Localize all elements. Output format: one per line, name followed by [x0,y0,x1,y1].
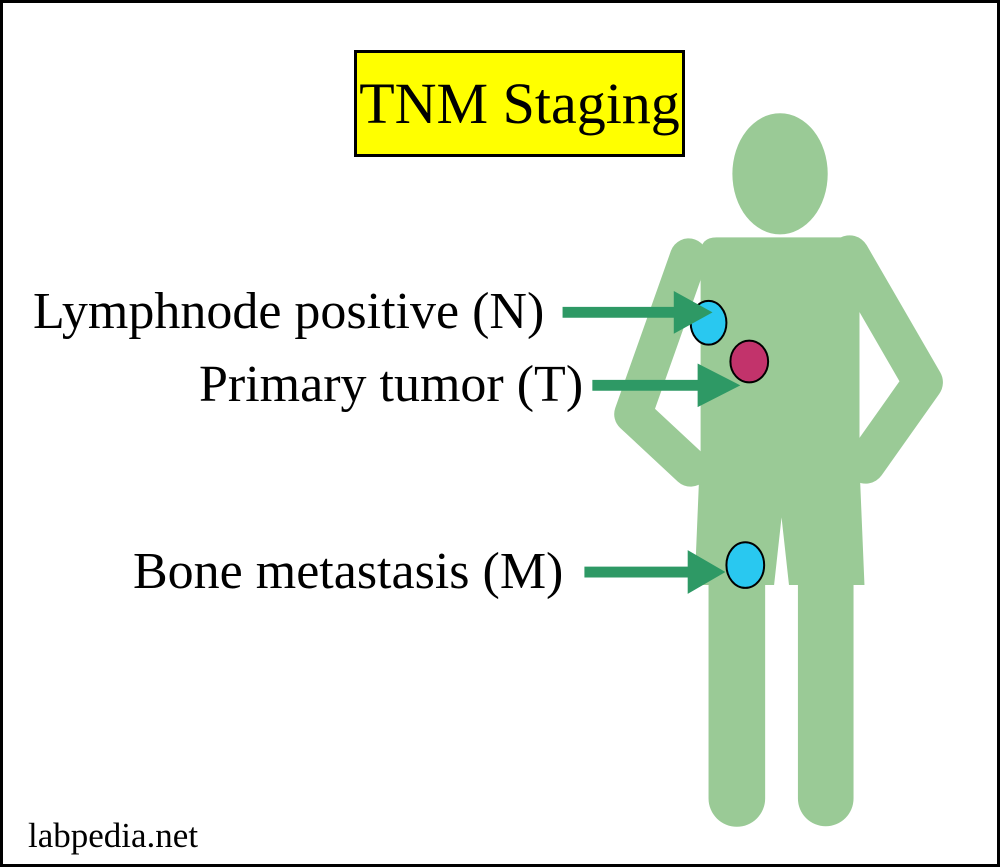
diagram-graphics [562,113,943,827]
lymphnode-arrow-icon [562,290,713,334]
label-primary-tumor: Primary tumor (T) [199,356,584,413]
figure-torso [700,237,860,470]
figure-head [732,113,828,235]
figure-lower-body [694,465,865,827]
bone-metastasis-marker-dot [725,541,766,589]
primary-tumor-arrow-icon [592,363,741,408]
bone-metastasis-arrow-icon [584,550,726,594]
label-bone-metastasis: Bone metastasis (M) [133,543,564,600]
page-title: TNM Staging [359,70,680,136]
primary-tumor-marker-dot [729,339,770,384]
label-lymphnode-positive: Lymphnode positive (N) [33,283,545,340]
figure-right-arm [829,235,943,484]
human-figure [614,113,943,827]
title-box: TNM Staging [354,50,685,157]
figure-left-arm [614,238,710,487]
pointer-arrows [562,290,741,594]
watermark-labpedia: labpedia.net [28,816,199,855]
